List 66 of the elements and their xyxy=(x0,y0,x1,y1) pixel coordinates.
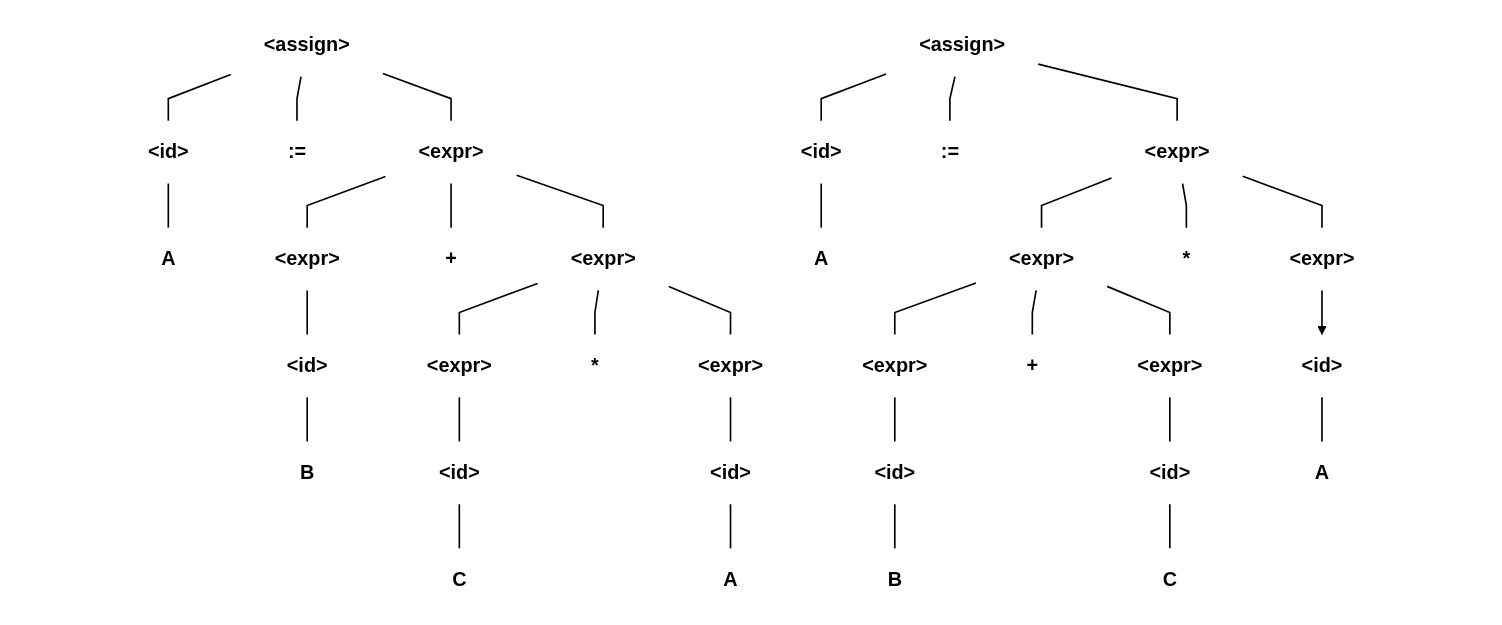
connector xyxy=(820,73,887,122)
node-text: <assign> xyxy=(263,33,350,56)
connector xyxy=(1040,177,1113,229)
node-text: <id> xyxy=(1149,461,1191,484)
connector xyxy=(893,396,896,443)
node-text: B xyxy=(299,461,315,484)
node-text: <expr> xyxy=(1137,354,1203,377)
connector xyxy=(1106,285,1171,336)
connector xyxy=(167,73,232,122)
connector xyxy=(1168,396,1171,443)
node-text: <id> xyxy=(874,461,915,484)
connector xyxy=(458,503,460,550)
node-text: <expr> xyxy=(274,247,340,270)
node-text: <expr> xyxy=(1144,140,1210,163)
node-text: C xyxy=(1162,568,1177,591)
node-text: := xyxy=(940,140,959,163)
arrow xyxy=(1316,289,1327,335)
node-text: * xyxy=(1182,247,1191,270)
connector xyxy=(729,396,732,443)
connector xyxy=(1181,182,1187,229)
node-text: <id> xyxy=(286,354,328,377)
node-text: <expr> xyxy=(1289,247,1355,270)
connector xyxy=(306,396,308,443)
connector xyxy=(1168,503,1171,550)
connector xyxy=(381,72,452,122)
connector xyxy=(450,182,452,229)
node-text: <expr> xyxy=(418,140,484,163)
connector xyxy=(458,396,460,443)
connector xyxy=(948,75,956,122)
node-text: <expr> xyxy=(862,354,928,377)
connector xyxy=(306,175,387,229)
node-text: <id> xyxy=(147,140,189,163)
node-text: B xyxy=(887,568,902,591)
node-text: <id> xyxy=(800,140,842,163)
connector xyxy=(893,503,896,550)
node-text: C xyxy=(451,568,467,591)
node-text: <expr> xyxy=(1008,247,1074,270)
node-text: <id> xyxy=(709,461,751,484)
node-text: <assign> xyxy=(918,33,1005,56)
node-text: + xyxy=(445,247,457,270)
node-text: A xyxy=(723,568,738,591)
connector xyxy=(820,182,822,229)
connector xyxy=(458,282,539,336)
connector xyxy=(306,289,308,336)
node-text: A xyxy=(813,247,829,270)
node-text: <expr> xyxy=(570,247,636,270)
connector xyxy=(893,282,977,336)
node-text: <id> xyxy=(438,461,480,484)
connector xyxy=(1037,63,1178,122)
node-text: A xyxy=(1314,461,1329,484)
connector xyxy=(515,174,604,229)
node-text: * xyxy=(590,354,599,377)
node-text: <id> xyxy=(1301,354,1343,377)
node-text: <expr> xyxy=(426,354,492,377)
connector xyxy=(1241,175,1323,229)
node-text: + xyxy=(1026,354,1038,377)
connector xyxy=(167,182,169,229)
connector xyxy=(295,75,302,122)
node-text: A xyxy=(160,247,176,270)
connector xyxy=(729,503,732,550)
connector xyxy=(593,289,599,336)
node-text: := xyxy=(287,140,306,163)
connector xyxy=(1031,289,1037,336)
connector xyxy=(667,285,732,336)
node-text: <expr> xyxy=(697,354,763,377)
connector xyxy=(1320,396,1323,443)
